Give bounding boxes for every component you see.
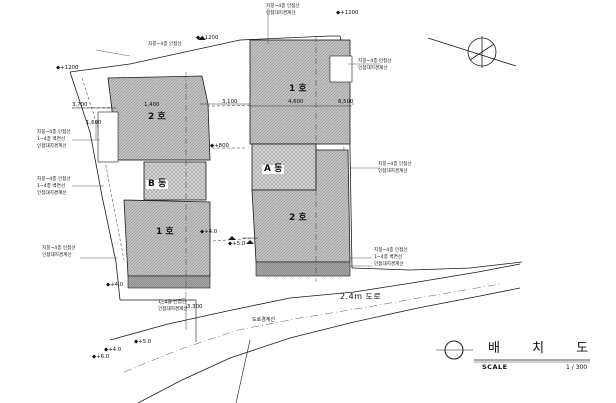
site-boundary [69,35,523,301]
elevation-text: ◆+4.0 [104,347,122,353]
dimension-text: 3,100 [222,99,238,105]
east-building-notch [329,55,353,83]
scale-label: SCALE [482,363,508,371]
elevation-text: ◆+5.0 [134,339,152,345]
elevation-text: ◆+1200 [56,65,79,71]
note-text: 지붕~4층 인접선 [266,4,300,9]
unit-label-east-upper: 1 호 [289,84,307,94]
dimension-text: 3,300 [187,304,203,310]
note-text: 인접대지경계선 [158,307,188,312]
dimension-text: 1,400 [144,102,160,108]
dimension-text: 3,700 [72,102,88,108]
scale-value: 1 / 300 [566,364,588,371]
note-text: 인접대지경계선 [358,66,388,71]
note-text: 인접대지경계선 [37,144,67,149]
elevation-text: ◆+4.0 [106,282,124,288]
east-building-upper [249,39,351,145]
dimension-text: 1,600 [86,120,102,126]
west-building [97,72,211,300]
elevation-text: ◆+6.0 [92,354,110,360]
note-text: 지붕~4층 인접선 [378,162,412,167]
east-building-band [255,261,351,277]
note-text: 지붕~4층 인접선 [37,177,71,182]
note-text: 1~4층 벽면선 [374,255,403,260]
road-name: 2.4m 도로 [340,292,382,301]
drawing-title: 배 치 도 [488,341,603,356]
unit-label-stair-east: A 동 [262,164,285,174]
note-text: 지붕~4층 인접선 [374,248,408,253]
elevation-text: ◆+800 [210,143,229,149]
note-text: 1~4층 벽면선 [37,137,66,142]
unit-label-west-middle: B 동 [146,179,169,189]
note-text: 인접대지경계선 [374,262,404,267]
note-text: 1~4층 벽면선 [37,184,66,189]
note-text: 인접대지경계선 [42,253,72,258]
elevation-markers [198,36,254,244]
note-text: 1~4층 인접선 [158,300,187,305]
west-building-lower [123,199,211,277]
west-building-void [97,111,119,163]
dimension-lines [72,103,352,330]
elevation-text: ◆+5.0 [228,241,246,247]
note-text: 인접대지경계선 [378,169,408,174]
leader-lines [72,8,380,305]
road-setback-label: 도로경계선 [252,317,276,323]
elevation-text: ◆+1200 [196,35,219,41]
note-text: 지붕~4층 인접선 [37,130,71,135]
note-text: 지붕~4층 인접선 [148,42,182,47]
west-building-band [127,275,211,289]
road [109,263,521,403]
road-edge-stubs [195,300,251,403]
west-building-core [143,161,207,201]
dimension-text: 8,500 [338,99,354,105]
unit-label-west-upper: 2 호 [148,112,166,122]
note-text: 인접대지경계선 [37,191,67,196]
note-text: 지붕~4층 인접선 [358,59,392,64]
east-building [249,36,353,282]
title-circle-icon [436,340,590,363]
note-text: 지붕~4층 인접선 [42,246,76,251]
elevation-text: ◆+4.0 [200,229,218,235]
note-text: 인접대지경계선 [266,11,296,16]
unit-label-east-lower: 2 호 [289,213,307,223]
unit-label-west-lower: 1 호 [156,227,174,237]
dimension-text: 4,600 [288,99,304,105]
elevation-text: ◆+1200 [336,10,359,16]
north-arrow-icon [427,36,517,68]
